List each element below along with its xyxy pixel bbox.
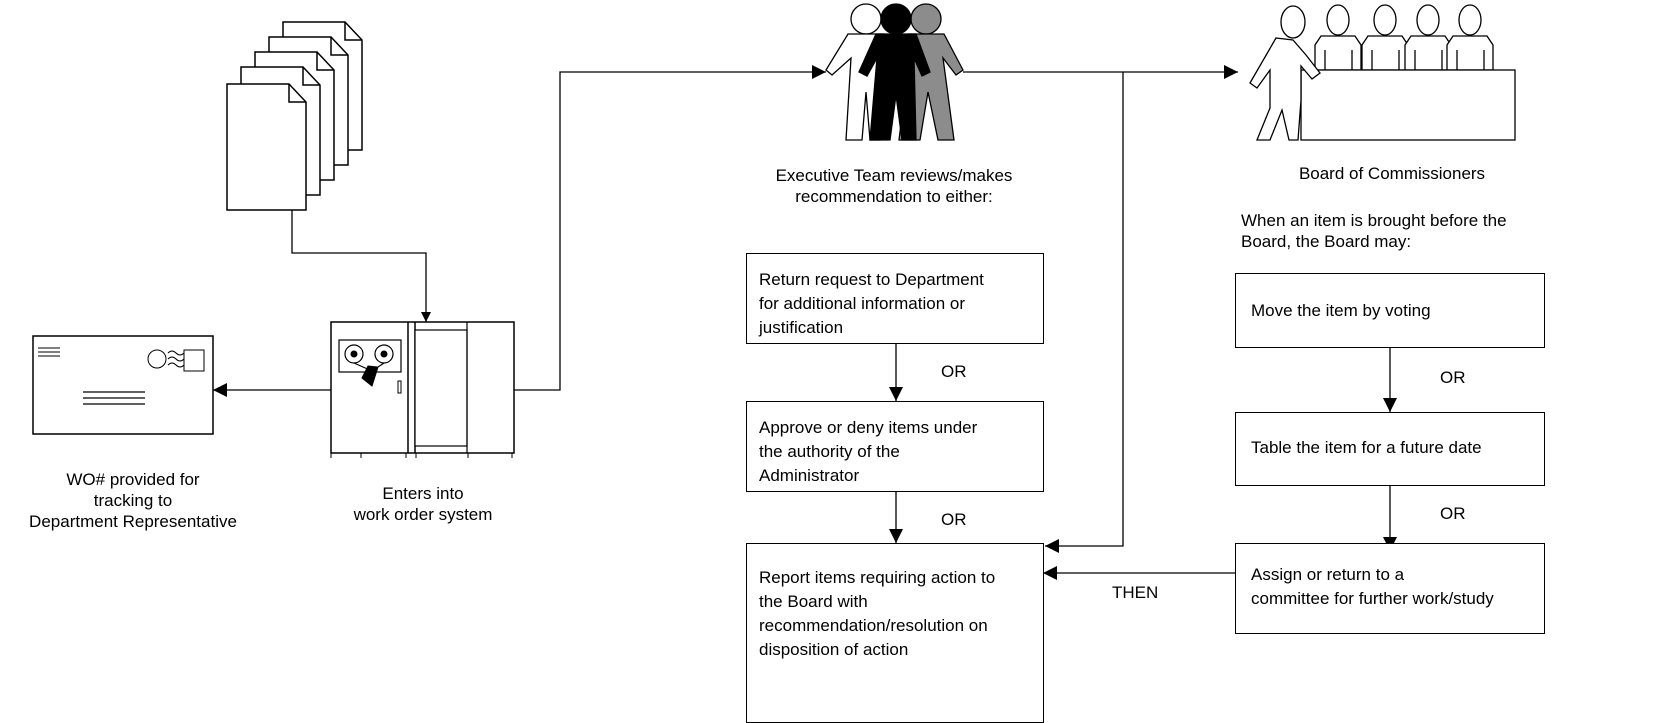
box-text: Move the item by voting [1251,299,1431,323]
wo-provided-line: tracking to [93,491,173,510]
box-line: for additional information or [759,294,966,313]
box-line: Table the item for a future date [1251,438,1482,457]
box-text: Table the item for a future date [1251,436,1482,460]
or-label-board-1: OR [1440,368,1466,387]
exec-team-label: Executive Team reviews/makes recommendat… [742,165,1046,207]
box-line: Return request to Department [759,270,984,289]
box-line: the Board with [759,592,868,611]
wo-provided-line: Department Representative [29,512,237,531]
box-line: recommendation/resolution on [759,616,988,635]
computer-terminal-icon [330,321,515,458]
box-line: Assign or return to a [1251,565,1405,584]
arrow-terminal-to-exec [514,65,826,391]
exec-option-return-box: Return request to Department for additio… [746,253,1044,344]
box-line: justification [759,318,844,337]
exec-option-approve-box: Approve or deny items under the authorit… [746,401,1044,492]
board-option-assign-box: Assign or return to a committee for furt… [1235,543,1545,634]
box-line: the authority of the [759,442,900,461]
board-option-vote-box: Move the item by voting [1235,273,1545,348]
wo-provided-label: WO# provided for tracking to Department … [0,469,266,532]
board-option-table-box: Table the item for a future date [1235,412,1545,486]
enters-system-line: Enters into [382,484,464,503]
box-text: Approve or deny items under the authorit… [759,416,977,488]
or-label-exec-2: OR [941,510,967,529]
executive-team-icon [825,3,964,141]
exec-team-line: recommendation to either: [795,187,993,206]
enters-system-line: work order system [353,505,493,524]
exec-team-line: Executive Team reviews/makes [775,166,1013,185]
wo-provided-line: WO# provided for [66,470,200,489]
arrow-report-branch [1045,72,1124,553]
board-may-line: When an item is brought before the [1241,211,1507,230]
board-of-commissioners-icon [1249,4,1516,141]
arrow-docs-to-terminal [291,210,431,322]
box-line: Report items requiring action to [759,568,996,587]
connectors [213,65,1397,580]
document-stack-icon [226,21,363,211]
enters-system-label: Enters into work order system [336,483,510,525]
board-label: Board of Commissioners [1298,164,1486,183]
box-line: committee for further work/study [1251,589,1494,608]
box-line: Approve or deny items under [759,418,978,437]
box-text: Return request to Department for additio… [759,268,984,340]
box-line: disposition of action [759,640,909,659]
envelope-icon [32,335,214,435]
box-text: Assign or return to a committee for furt… [1251,563,1494,611]
board-may-label: When an item is brought before the Board… [1241,210,1507,252]
exec-option-report-box: Report items requiring action to the Boa… [746,543,1044,723]
or-label-board-2: OR [1440,504,1466,523]
box-line: Move the item by voting [1251,301,1431,320]
board-may-line: Board, the Board may: [1241,232,1412,251]
box-line: Administrator [759,466,860,485]
then-label: THEN [1112,583,1159,602]
box-text: Report items requiring action to the Boa… [759,566,995,662]
or-label-exec-1: OR [941,362,967,381]
